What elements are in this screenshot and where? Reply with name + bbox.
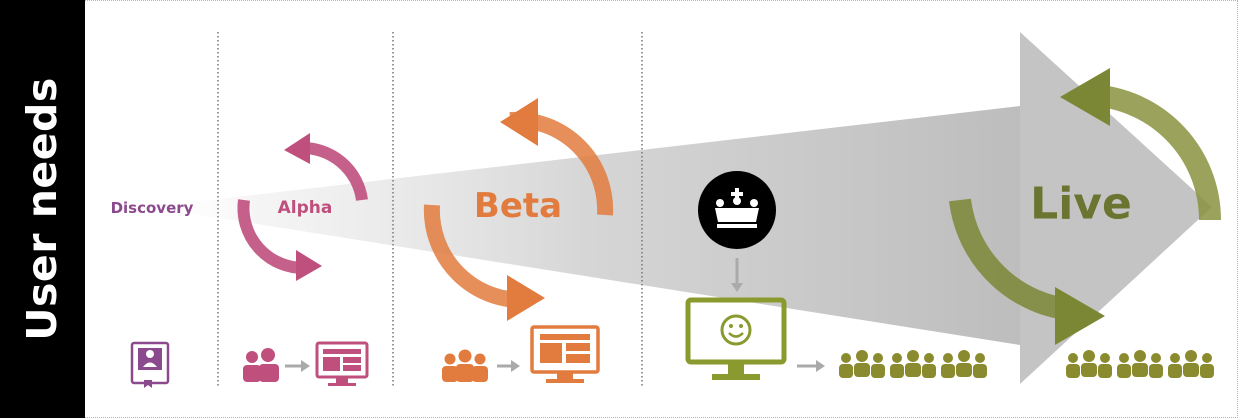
phase-label-beta: Beta <box>473 186 563 226</box>
beta-service-screen-icon <box>530 325 600 383</box>
person-head <box>1100 353 1110 363</box>
down-arrow-icon <box>731 258 743 292</box>
user-crowd-icon <box>839 350 987 378</box>
crown-icon <box>698 171 776 249</box>
person-body <box>1081 363 1097 377</box>
person-head <box>1083 350 1095 362</box>
person-body <box>905 363 921 377</box>
person-head <box>907 350 919 362</box>
person-body <box>1098 364 1112 378</box>
person-head <box>841 353 851 363</box>
person-head <box>1170 353 1180 363</box>
person-head <box>1068 353 1078 363</box>
person-head <box>1202 353 1212 363</box>
person-head <box>1119 353 1129 363</box>
flow-arrow-icon <box>797 360 825 372</box>
person-body <box>941 364 955 378</box>
person-head <box>1151 353 1161 363</box>
person-head <box>924 353 934 363</box>
alpha-cycle-arrows <box>237 133 368 281</box>
person-body <box>922 364 936 378</box>
person-body <box>1149 364 1163 378</box>
phase-label-alpha: Alpha <box>277 198 333 218</box>
user-needs-sidebar: User needs <box>0 0 85 418</box>
prototype-screen-icon <box>315 341 369 386</box>
person-head <box>1185 350 1197 362</box>
person-body <box>973 364 987 378</box>
person-body <box>871 364 885 378</box>
phase-label-live: Live <box>1030 178 1132 230</box>
person-body <box>1183 363 1199 377</box>
person-body <box>1117 364 1131 378</box>
person-head <box>958 350 970 362</box>
person-head <box>943 353 953 363</box>
flow-arrow-icon <box>285 360 310 372</box>
person-head <box>873 353 883 363</box>
person-body <box>890 364 904 378</box>
person-body <box>1200 364 1214 378</box>
person-body <box>1168 364 1182 378</box>
person-body <box>1066 364 1080 378</box>
live-cycle-arrows <box>949 68 1221 345</box>
person-body <box>956 363 972 377</box>
person-head <box>856 350 868 362</box>
small-team-icon <box>243 348 279 382</box>
beta-cycle-arrows <box>423 98 614 321</box>
flow-arrow-icon <box>497 360 520 372</box>
person-body <box>1132 363 1148 377</box>
user-guide-book-icon <box>130 341 170 388</box>
larger-team-icon <box>442 349 488 382</box>
phase-label-discovery: Discovery <box>110 199 194 217</box>
smiley-screen-icon <box>685 297 787 380</box>
person-head <box>892 353 902 363</box>
person-body <box>854 363 870 377</box>
user-crowd-icon <box>1066 350 1214 378</box>
person-body <box>839 364 853 378</box>
person-head <box>1134 350 1146 362</box>
person-head <box>975 353 985 363</box>
